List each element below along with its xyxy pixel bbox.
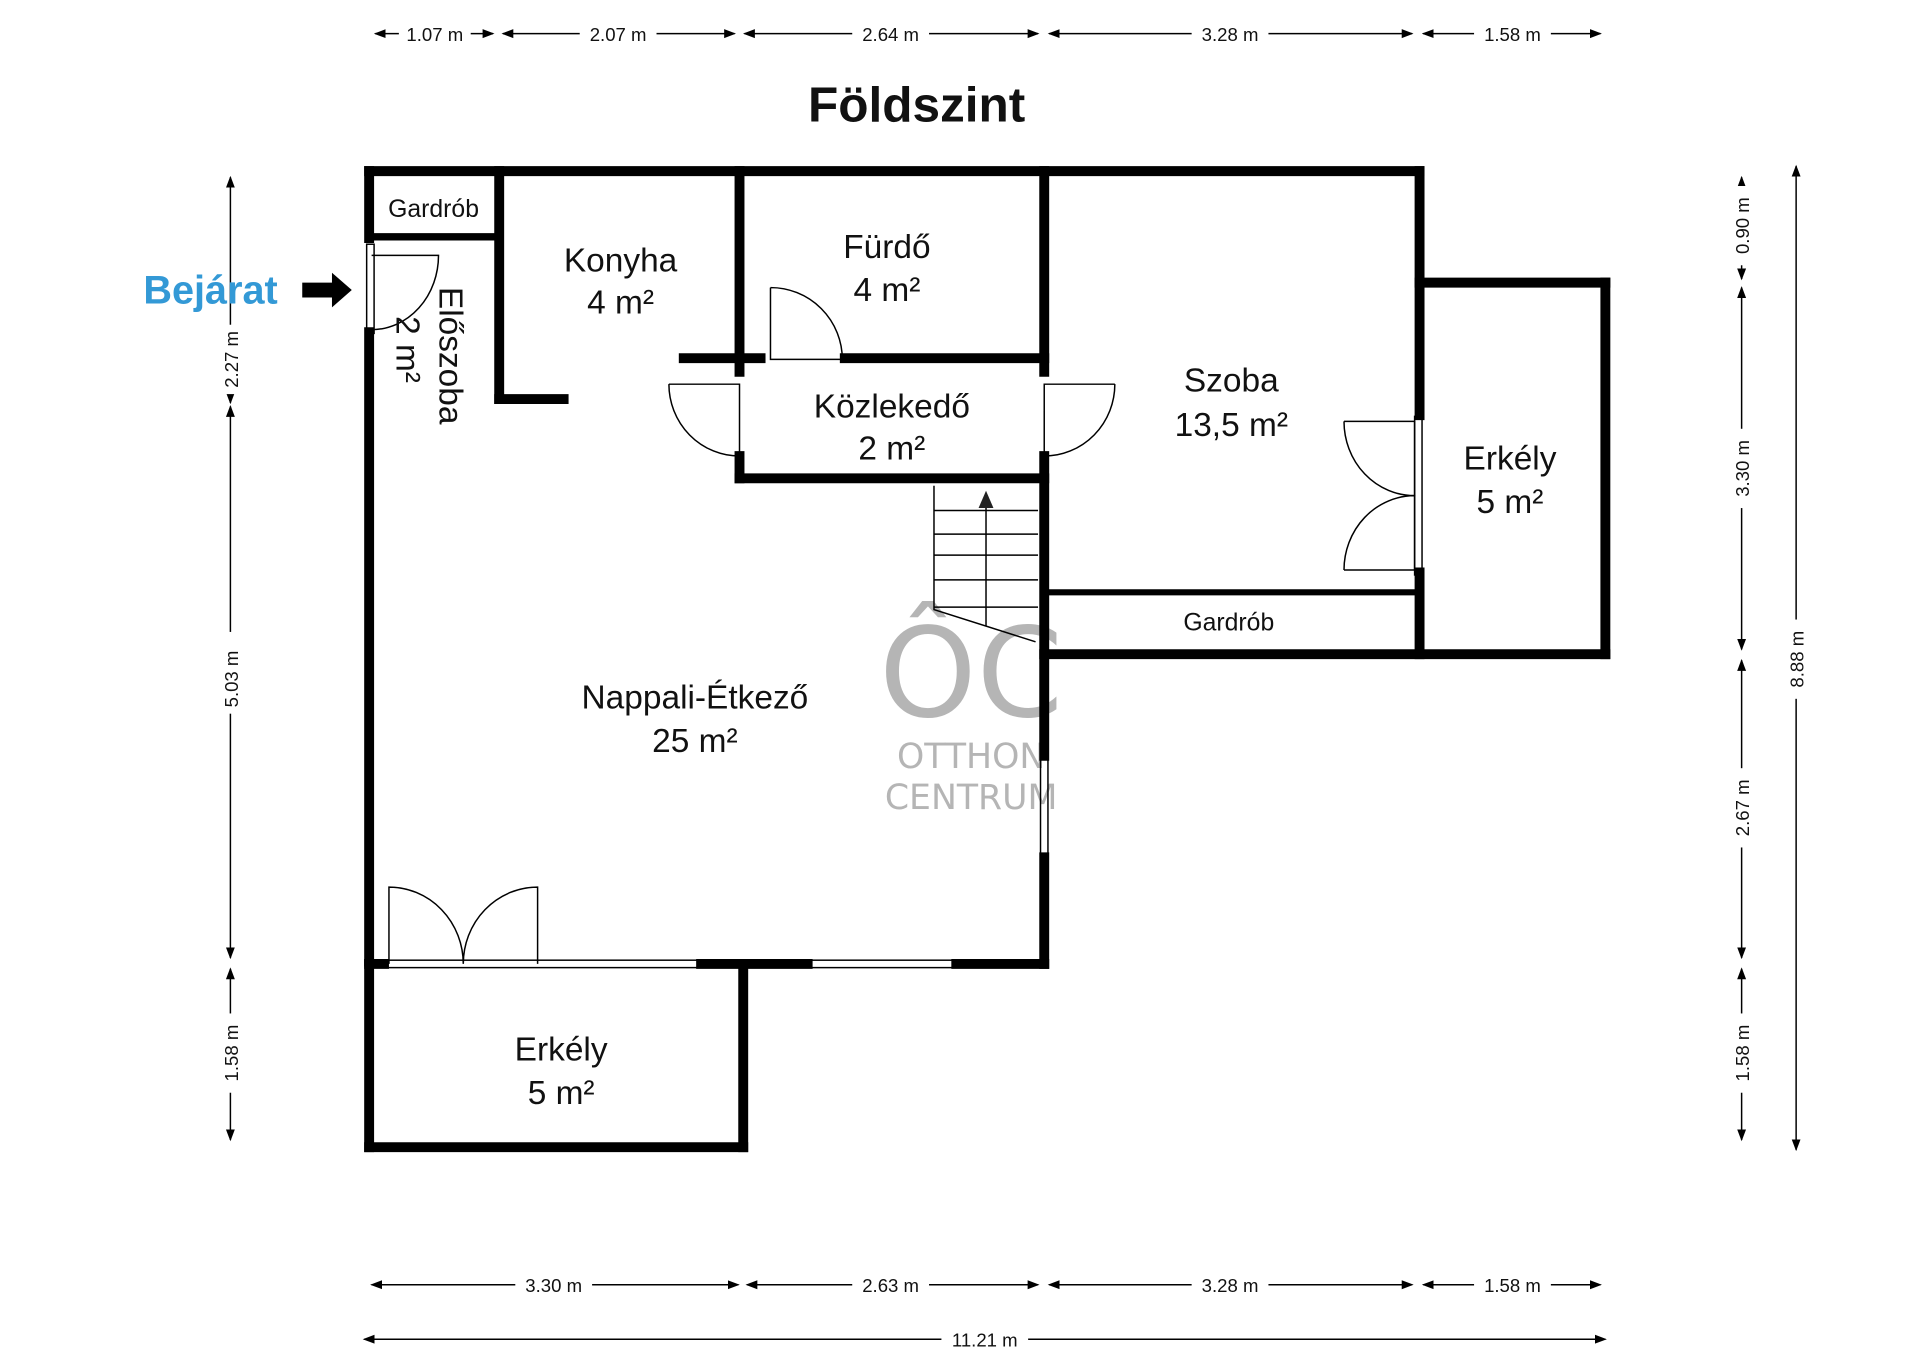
room-szoba-area: 13,5 m² [1175, 407, 1288, 444]
dim-top-5: 1.58 m [1484, 24, 1541, 45]
dim-bottom-3: 3.28 m [1202, 1275, 1259, 1296]
openings [365, 243, 1423, 969]
watermark-line1: OTTHON [897, 737, 1045, 777]
room-gardrob-2: Gardrób [1183, 610, 1274, 637]
dim-right-4: 1.58 m [1732, 1025, 1753, 1082]
room-furdo-area: 4 m² [853, 272, 920, 309]
stair-direction-arrow-icon [978, 490, 994, 509]
left-dimensions: 2.27 m 5.03 m 1.58 m [220, 175, 242, 1142]
hall-door-left [668, 383, 741, 457]
room-furdo-name: Fürdő [843, 229, 930, 266]
entrance-label: Bejárat [143, 269, 277, 313]
walls [364, 166, 1611, 1153]
dim-bottom-1: 3.30 m [525, 1275, 582, 1296]
bottom-dimensions: 3.30 m 2.63 m 3.28 m 1.58 m 11.21 m [362, 1272, 1607, 1352]
hall-door-right [1043, 383, 1116, 457]
dim-total-width: 11.21 m [952, 1330, 1018, 1351]
watermark-logo: ÔC [879, 600, 1063, 746]
dim-right-2: 3.30 m [1732, 440, 1753, 497]
room-erkely-1-name: Erkély [1464, 441, 1557, 478]
room-szoba-name: Szoba [1184, 363, 1279, 400]
room-konyha-name: Konyha [564, 242, 678, 279]
staircase [933, 485, 1039, 643]
room-nappali-area: 25 m² [652, 723, 737, 760]
balcony-door-top [1343, 420, 1416, 497]
otthon-centrum-watermark: ÔC OTTHON CENTRUM [879, 600, 1063, 818]
room-erkely-2-area: 5 m² [528, 1075, 595, 1112]
entrance-arrow-icon [302, 272, 352, 308]
entrance-door [371, 254, 440, 331]
dim-bottom-2: 2.63 m [862, 1275, 919, 1296]
terrace-double-door [388, 886, 539, 964]
floor-title: Földszint [808, 78, 1025, 133]
dim-total-height: 8.88 m [1787, 631, 1808, 688]
room-kozlekedo-name: Közlekedő [814, 389, 970, 426]
room-eloszoba-area: 2 m² [388, 316, 425, 383]
dim-left-2: 5.03 m [221, 651, 242, 708]
dim-top-3: 2.64 m [862, 24, 919, 45]
room-eloszoba-name: Előszoba [432, 287, 469, 425]
room-labels: Gardrób Előszoba 2 m² Konyha 4 m² Fürdő … [388, 196, 1557, 1112]
bathroom-door [769, 286, 844, 361]
room-nappali-name: Nappali-Étkező [582, 680, 809, 717]
room-konyha-area: 4 m² [587, 285, 654, 322]
room-gardrob-1: Gardrób [388, 196, 479, 223]
room-erkely-2-name: Erkély [515, 1032, 608, 1069]
dim-top-4: 3.28 m [1202, 24, 1259, 45]
dim-left-3: 1.58 m [221, 1025, 242, 1082]
dim-top-1: 1.07 m [406, 24, 463, 45]
room-kozlekedo-area: 2 m² [858, 431, 925, 468]
dim-right-3: 2.67 m [1732, 779, 1753, 836]
dim-left-1: 2.27 m [221, 331, 242, 388]
dim-bottom-4: 1.58 m [1484, 1275, 1541, 1296]
watermark-line2: CENTRUM [885, 778, 1058, 818]
top-dimensions: 1.07 m 2.07 m 2.64 m 3.28 m 1.58 m [373, 21, 1602, 47]
dim-top-2: 2.07 m [590, 24, 647, 45]
room-erkely-1-area: 5 m² [1477, 484, 1544, 521]
right-dimensions: 0.90 m 3.30 m 2.67 m 1.58 m 8.88 m [1731, 164, 1808, 1152]
balcony-door-bottom [1343, 494, 1416, 571]
dim-right-1: 0.90 m [1732, 197, 1753, 254]
